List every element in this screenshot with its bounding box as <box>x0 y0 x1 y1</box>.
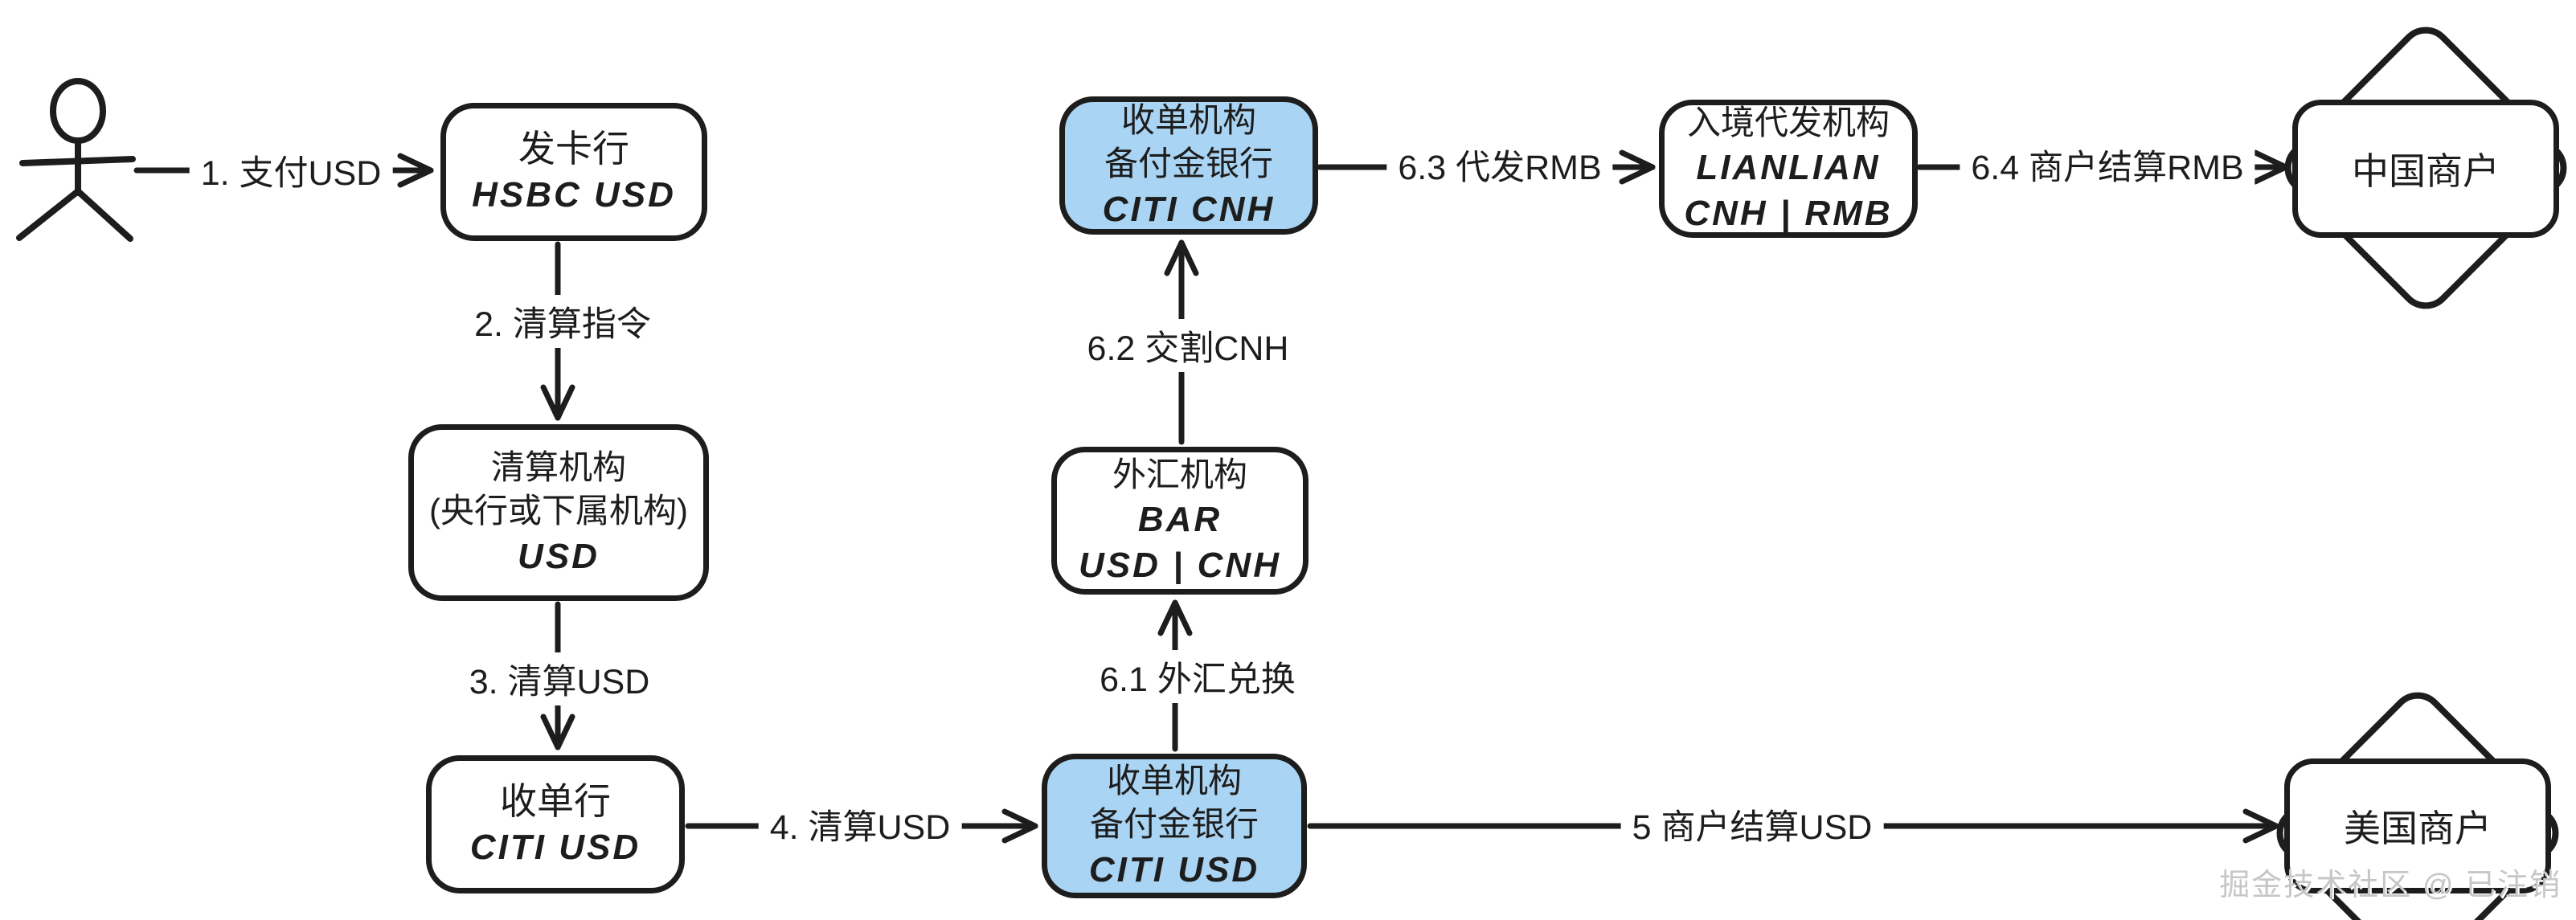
edge-6-4-label: 6.4 商户结算RMB <box>1960 138 2255 191</box>
node-acquiring-bank-line1: 收单行 <box>500 780 611 823</box>
node-us-merchant: 美国商户 <box>2284 758 2551 893</box>
node-acquirer-reserve-bank-usd: 收单机构 备付金银行 CITI USD <box>1042 754 1307 898</box>
person-icon <box>16 78 136 242</box>
node-acquirer-reserve-bank-usd-line1: 收单机构 <box>1106 761 1242 799</box>
china-merchant-label: 中国商户 <box>2352 150 2500 192</box>
edge-6-1-label: 6.1 外汇兑换 <box>1088 650 1307 703</box>
node-issuing-bank-line1: 发卡行 <box>518 128 629 170</box>
node-china-merchant: 中国商户 <box>2292 100 2559 238</box>
edge-3-label: 3. 清算USD <box>457 652 661 705</box>
node-fx-institution-line3: USD | CNH <box>1079 546 1281 586</box>
node-fx-institution-line2: BAR <box>1137 500 1222 540</box>
node-clearing-house-line1: 清算机构 <box>490 448 626 486</box>
node-acquiring-bank: 收单行 CITI USD <box>426 755 685 893</box>
node-inbound-payout-line2: LIANLIAN <box>1696 148 1881 188</box>
edge-6-3-label: 6.3 代发RMB <box>1386 138 1613 191</box>
edge-2-label: 2. 清算指令 <box>463 295 662 348</box>
node-fx-institution: 外汇机构 BAR USD | CNH <box>1051 447 1308 595</box>
node-acquirer-reserve-bank-cnh: 收单机构 备付金银行 CITI CNH <box>1059 96 1318 235</box>
us-merchant-label: 美国商户 <box>2344 808 2492 849</box>
watermark: 掘金技术社区 @ 已注销 <box>2219 869 2562 902</box>
edge-6-2-label: 6.2 交割CNH <box>1075 319 1300 372</box>
node-acquirer-reserve-bank-usd-line2: 备付金银行 <box>1089 805 1259 844</box>
node-inbound-payout-institution: 入境代发机构 LIANLIAN CNH | RMB <box>1659 100 1918 238</box>
node-acquirer-reserve-bank-cnh-line1: 收单机构 <box>1120 100 1256 139</box>
node-issuing-bank-line2: HSBC USD <box>472 175 676 215</box>
node-clearing-house-line3: USD <box>518 537 600 576</box>
edge-1-label: 1. 支付USD <box>189 144 393 197</box>
node-acquirer-reserve-bank-cnh-line3: CITI CNH <box>1102 190 1276 229</box>
node-clearing-house: 清算机构 (央行或下属机构) USD <box>408 424 709 601</box>
edge-4-label: 4. 清算USD <box>758 798 962 851</box>
node-inbound-payout-line1: 入境代发机构 <box>1686 103 1890 141</box>
edge-5-label: 5 商户结算USD <box>1620 798 1884 851</box>
node-acquirer-reserve-bank-usd-line3: CITI USD <box>1088 850 1260 889</box>
node-acquirer-reserve-bank-cnh-line2: 备付金银行 <box>1104 145 1273 183</box>
node-inbound-payout-line3: CNH | RMB <box>1684 194 1893 234</box>
node-issuing-bank: 发卡行 HSBC USD <box>440 103 707 241</box>
node-clearing-house-line2: (央行或下属机构) <box>429 492 688 530</box>
node-fx-institution-line1: 外汇机构 <box>1112 455 1247 493</box>
node-acquiring-bank-line2: CITI USD <box>469 828 641 868</box>
